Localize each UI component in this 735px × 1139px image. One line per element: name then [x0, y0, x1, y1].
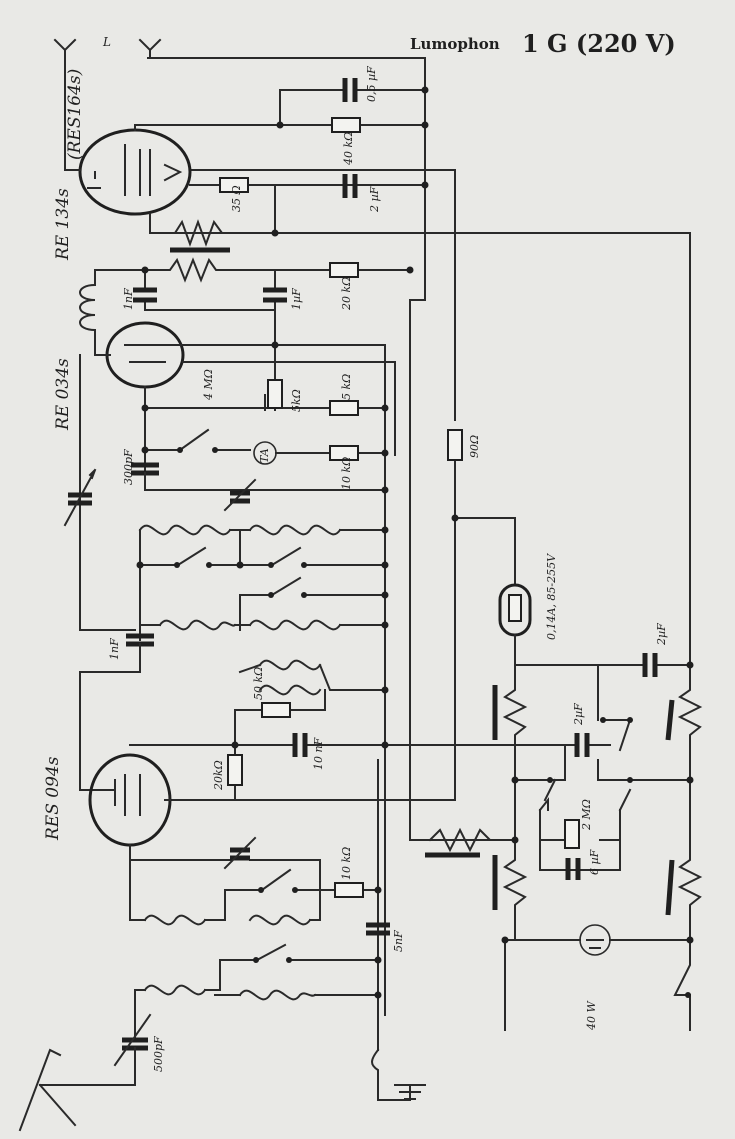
resistor-35 — [219, 177, 249, 193]
ground-icon — [394, 1084, 426, 1100]
r10k-a-label: 10 kΩ — [340, 457, 353, 490]
rectifier-label: 0,14A, 85-255V — [545, 553, 558, 640]
resistor-90 — [447, 429, 463, 461]
resistor-5k — [329, 400, 359, 416]
resistor-20k-mid — [227, 754, 243, 786]
c1nf-b-label: 1nF — [108, 638, 121, 660]
output-tube-alt-label: (RES164s) — [65, 69, 85, 160]
r5k-b-label: 5 kΩ — [340, 374, 353, 400]
detector-tube-label: RE 034s — [53, 358, 73, 431]
antenna-icon — [53, 38, 81, 171]
resistor-20k — [329, 262, 359, 278]
power-supply — [384, 583, 703, 1031]
ta-label: TA — [258, 448, 271, 463]
r20k-top-label: 20 kΩ — [340, 277, 353, 311]
top-components — [149, 78, 426, 253]
c2uf-right-label: 2µF — [655, 623, 668, 646]
resistor-5k-vertical — [267, 379, 283, 409]
resistor-10k-b — [334, 882, 364, 898]
resistor-40k — [331, 117, 361, 133]
junction-dots — [136, 86, 694, 999]
c6uf-label: 6 µF — [588, 849, 601, 875]
c05uf-label: 0,5 µF — [365, 66, 378, 102]
output-tube — [78, 124, 426, 234]
r5k-label: 5kΩ — [290, 389, 303, 412]
r50k-label: 50 kΩ — [252, 667, 265, 700]
main-rails — [147, 57, 691, 1051]
title-brand: Lumophon — [410, 35, 500, 53]
r90-label: 90Ω — [468, 435, 481, 458]
resistor-2m — [564, 819, 580, 849]
lamp-icon — [579, 924, 611, 956]
c500pf-label: 500pF — [152, 1036, 165, 1072]
output-tube-label: RE 134s — [53, 188, 73, 261]
input-tube — [79, 643, 390, 936]
antenna-l-label: L — [102, 35, 111, 49]
c2uf-top-label: 2 µF — [368, 186, 381, 213]
r10k-b-label: 10 kΩ — [340, 847, 353, 880]
c300pf-label: 300pF — [122, 449, 135, 485]
r20k-mid-label: 20kΩ — [212, 760, 225, 791]
input-tube-label: RES 094s — [43, 756, 63, 841]
antenna-input — [18, 943, 426, 1132]
title-model: 1 G (220 V) — [522, 29, 676, 58]
lamp-label: 40 W — [585, 1000, 598, 1031]
r4m-label: 4 MΩ — [202, 369, 215, 401]
c1nf-a-label: 1nF — [122, 288, 135, 310]
c10nf-label: 10 nF — [312, 737, 325, 770]
resistor-50k — [261, 702, 291, 718]
antenna-icon — [138, 38, 162, 59]
c5nf-label: 5nF — [392, 930, 405, 952]
c2uf-mid-label: 2µF — [572, 703, 585, 726]
r35-label: 35 Ω — [230, 185, 243, 212]
antenna-input-icon — [18, 1048, 62, 1132]
tuning-section — [63, 354, 386, 647]
r40k-label: 40 kΩ — [342, 132, 355, 166]
detector-tube — [79, 257, 411, 491]
r2m-label: 2 MΩ — [580, 799, 593, 831]
resistor-10k — [329, 445, 359, 461]
c1uf-label: 1µF — [290, 288, 303, 310]
